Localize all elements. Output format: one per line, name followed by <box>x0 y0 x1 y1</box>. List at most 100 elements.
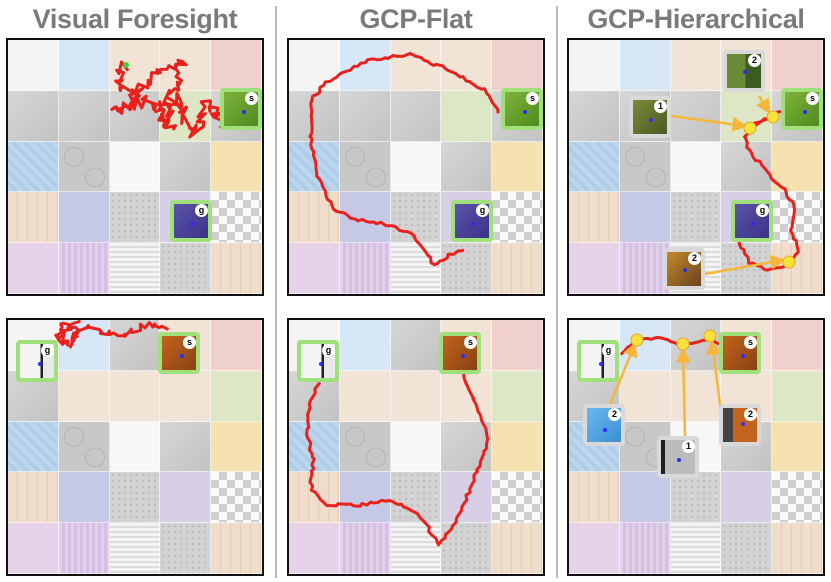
goal-badge: g <box>195 204 208 217</box>
floor-tile <box>339 141 391 193</box>
floor-tile <box>569 40 620 91</box>
floor-tile <box>619 192 671 244</box>
goal-frame-icon: g <box>297 340 339 382</box>
floor-tile <box>58 192 110 244</box>
agent-dot <box>803 110 807 114</box>
floor-tile <box>670 523 722 574</box>
floor-tile <box>211 320 262 371</box>
goal-frame-icon: g <box>731 200 773 242</box>
agent-dot <box>523 110 527 114</box>
start-frame-icon: s <box>158 332 200 374</box>
floor-tile <box>569 523 620 574</box>
floor-tile <box>492 523 543 574</box>
goal-frame-icon: g <box>577 340 619 382</box>
floor-tile <box>670 192 722 244</box>
floor-tile <box>670 40 722 91</box>
subgoal-arrow <box>675 347 691 437</box>
floor-tile <box>160 370 212 422</box>
floor-tile <box>339 370 391 422</box>
subgoal-marker-icon <box>630 333 644 347</box>
subgoal-arrow <box>704 254 786 276</box>
floor-tile <box>390 141 442 193</box>
floor-tile <box>721 472 773 524</box>
floor-tile <box>492 320 543 371</box>
agent-dot <box>242 110 246 114</box>
floor-tile <box>441 370 493 422</box>
agent-dot <box>741 354 745 358</box>
floor-tile <box>8 421 59 473</box>
subgoal-arrow <box>756 95 771 115</box>
floor-tile <box>492 40 543 91</box>
column-title-gcp-flat: GCP-Flat <box>359 4 473 34</box>
floor-tile <box>569 192 620 244</box>
subgoal-index-badge: 2 <box>744 408 757 421</box>
floor-tile <box>289 243 340 294</box>
column-title-gcp-hierarchical: GCP-Hierarchical <box>587 4 805 34</box>
goal-badge: g <box>602 344 615 357</box>
goal-frame-icon: g <box>170 200 212 242</box>
subgoal-marker-icon <box>703 329 717 343</box>
floor-tile <box>492 421 543 473</box>
floor-tile <box>772 141 823 193</box>
floor-tile <box>772 370 823 422</box>
floor-tile <box>109 192 161 244</box>
subgoal-arrow <box>670 114 748 132</box>
floor-tile <box>772 523 823 574</box>
floor-tile <box>492 370 543 422</box>
agent-dot <box>599 362 603 366</box>
subgoal-index-badge: 2 <box>748 54 761 67</box>
floor-tile <box>8 40 59 91</box>
floor-tile <box>211 243 262 294</box>
trajectory-path <box>737 109 800 272</box>
trajectory-overlay <box>110 58 227 139</box>
floor-tile <box>721 243 773 294</box>
floor-tile <box>8 192 59 244</box>
floor-tile <box>619 523 671 574</box>
floor-tile <box>339 320 391 371</box>
floor-tile <box>569 141 620 193</box>
floor-tile <box>109 472 161 524</box>
floor-tile <box>8 523 59 574</box>
start-badge: s <box>245 92 258 105</box>
trajectory-path <box>129 58 188 131</box>
floor-tile <box>109 370 161 422</box>
floor-tile <box>569 472 620 524</box>
column-divider <box>556 6 558 578</box>
floor-tile <box>8 472 59 524</box>
floor-tile <box>211 370 262 422</box>
subgoal-arrow <box>706 339 723 413</box>
floor-tile <box>390 370 442 422</box>
floor-tile <box>289 472 340 524</box>
floor-tile <box>160 472 212 524</box>
agent-dot <box>319 362 323 366</box>
start-frame-icon: s <box>439 332 481 374</box>
floor-tile <box>569 90 620 142</box>
floor-tile <box>339 523 391 574</box>
subgoal-frame-icon: 2 <box>723 50 765 92</box>
subgoal-frame-icon: 1 <box>657 436 699 478</box>
agent-dot <box>751 222 755 226</box>
start-frame-icon: s <box>501 88 543 130</box>
floor-tile <box>492 141 543 193</box>
goal-frame-icon: g <box>451 200 493 242</box>
floor-tile <box>390 90 442 142</box>
trajectory-overlay <box>305 359 490 547</box>
floor-tile <box>772 40 823 91</box>
floor-tile <box>160 141 212 193</box>
subgoal-frame-icon: 2 <box>583 404 625 446</box>
floor-tile <box>289 40 340 91</box>
floor-tile <box>109 523 161 574</box>
floor-tile <box>58 370 110 422</box>
floor-tile <box>670 472 722 524</box>
floor-tile <box>772 192 823 244</box>
start-frame-icon: s <box>719 332 761 374</box>
agent-dot <box>461 354 465 358</box>
floor-tile <box>8 90 59 142</box>
floor-tile <box>619 141 671 193</box>
